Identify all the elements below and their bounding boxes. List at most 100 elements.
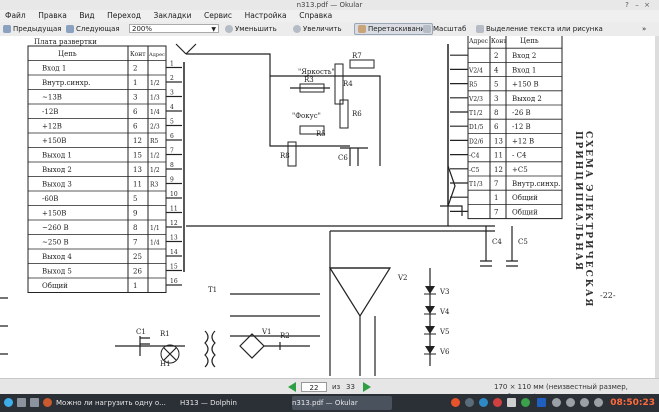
menu-settings[interactable]: Настройка [244, 11, 287, 20]
left-table-col3: Адрес [149, 52, 165, 58]
notifications-icon[interactable] [580, 398, 589, 407]
left-table-pin: 4 [170, 104, 174, 111]
left-table-cell: 11 [133, 181, 142, 189]
right-table-col1: Адрес [469, 38, 489, 45]
left-table-pin: 6 [170, 133, 174, 140]
tray-app-icon[interactable] [465, 398, 474, 407]
resistor-r3-body [299, 83, 325, 93]
clock: 08:50:23 [610, 398, 655, 408]
right-table-cell: V2/3 [468, 96, 483, 103]
clipboard-icon[interactable] [507, 398, 516, 407]
left-table-header: Плата развертки [34, 38, 97, 46]
left-table-cell: ~260 В [42, 224, 69, 232]
app-launcher-icon[interactable] [4, 398, 13, 407]
menu-view[interactable]: Вид [79, 11, 95, 20]
left-table-cell: Выход 5 [42, 268, 72, 276]
skype-icon[interactable] [479, 398, 488, 407]
left-table-cell: +150В [42, 210, 66, 218]
left-table-cell: R3 [150, 182, 159, 189]
zoom-in-button[interactable]: Увеличить [293, 24, 342, 34]
zoom-select[interactable]: 200% ▼ [129, 24, 219, 33]
network-icon[interactable] [521, 398, 530, 407]
task-dolphin[interactable]: Н313 — Dolphin [180, 399, 237, 407]
wire-top [186, 53, 381, 166]
lamp-h1-cross [163, 347, 177, 361]
left-table-cell: 1/4 [150, 109, 160, 116]
left-table-pin: 2 [170, 75, 174, 82]
tray-red-icon[interactable] [493, 398, 502, 407]
zoom-tool-button[interactable]: Масштаб [423, 24, 466, 34]
minimize-icon[interactable]: – [635, 1, 639, 9]
lamp-h1 [160, 344, 180, 364]
diode-v6 [425, 346, 435, 354]
transformer-t1 [204, 330, 209, 368]
volume-icon[interactable] [552, 398, 561, 407]
right-table-cell: +С5 [512, 166, 528, 174]
left-table-cell: Выход 2 [42, 166, 72, 174]
crt-tube [328, 267, 392, 318]
right-table-cell: 7 [494, 180, 498, 188]
diode-v3 [425, 286, 435, 294]
battery-icon[interactable] [566, 398, 575, 407]
right-table-cell: +12 В [512, 137, 534, 145]
page-number-input[interactable]: 22 [301, 382, 327, 392]
zoom-out-button[interactable]: Уменьшить [225, 24, 277, 34]
browser-icon[interactable] [43, 398, 52, 407]
label-c4: C4 [492, 238, 502, 246]
keyboard-layout-icon[interactable] [537, 398, 546, 407]
resistor-r7-body [349, 59, 375, 69]
menu-go[interactable]: Переход [107, 11, 141, 20]
menu-help[interactable]: Справка [299, 11, 333, 20]
menu-file[interactable]: Файл [5, 11, 26, 20]
right-table-cell: -26 В [512, 109, 531, 117]
left-table-cell: +12В [42, 123, 62, 131]
label-c5: C5 [518, 238, 528, 246]
menu-bookmarks[interactable]: Закладки [153, 11, 192, 20]
right-table-cell: Т1/3 [469, 181, 483, 188]
hand-icon [358, 25, 366, 33]
left-table-cell: 1/2 [150, 167, 160, 174]
label-v6: V6 [439, 348, 450, 356]
right-table-cell: - С4 [512, 152, 527, 160]
right-table-cell: 3 [494, 95, 498, 103]
left-table-pin: 11 [170, 206, 178, 213]
label-r3: R3 [304, 76, 314, 84]
right-table-cell: 8 [494, 109, 498, 117]
menu-tools[interactable]: Сервис [204, 11, 233, 20]
wire-left-edge [0, 297, 8, 355]
left-table-cell: 1 [133, 282, 137, 290]
task-browser[interactable]: Можно ли нагрузить одну о... [56, 399, 166, 407]
firefox-icon[interactable] [451, 398, 460, 407]
vertical-scrollbar[interactable] [655, 36, 659, 378]
chevron-right-icon: » [642, 25, 647, 33]
next-page-button[interactable]: Следующая [66, 24, 120, 34]
left-table-col1: Цепь [58, 50, 77, 58]
left-table-cell: Вход 1 [42, 65, 66, 73]
label-brightness: "Яркость" [298, 68, 335, 76]
browse-tool-button[interactable]: Перетаскивание [354, 23, 434, 35]
label-r7: R7 [352, 52, 362, 60]
label-r4: R4 [343, 80, 353, 88]
capacitor-c6 [340, 147, 368, 166]
arrow-up-icon [3, 25, 11, 33]
arrow-up-icon[interactable] [594, 398, 603, 407]
menu-edit[interactable]: Правка [38, 11, 67, 20]
prev-page-button[interactable]: Предыдущая [3, 24, 61, 34]
next-page-arrow-icon[interactable] [362, 382, 372, 392]
right-table-cell: Общий [512, 194, 538, 202]
files-icon[interactable] [30, 398, 39, 407]
prev-page-arrow-icon[interactable] [287, 382, 297, 392]
desktop-icon[interactable] [17, 398, 26, 407]
right-table-cell: 2 [494, 52, 498, 60]
window-title: n313.pdf — Okular [296, 1, 363, 9]
task-okular[interactable]: n313.pdf — Okular [292, 396, 392, 410]
left-table-col2: Конт [130, 51, 146, 58]
right-table-cell: 11 [494, 152, 503, 160]
left-table-cell: Выход 3 [42, 181, 72, 189]
toolbar-overflow-button[interactable]: » [642, 24, 646, 34]
help-icon[interactable]: ? [625, 1, 629, 9]
text-select-button[interactable]: Выделение текста или рисунка [476, 24, 603, 34]
close-icon[interactable]: × [644, 1, 650, 9]
